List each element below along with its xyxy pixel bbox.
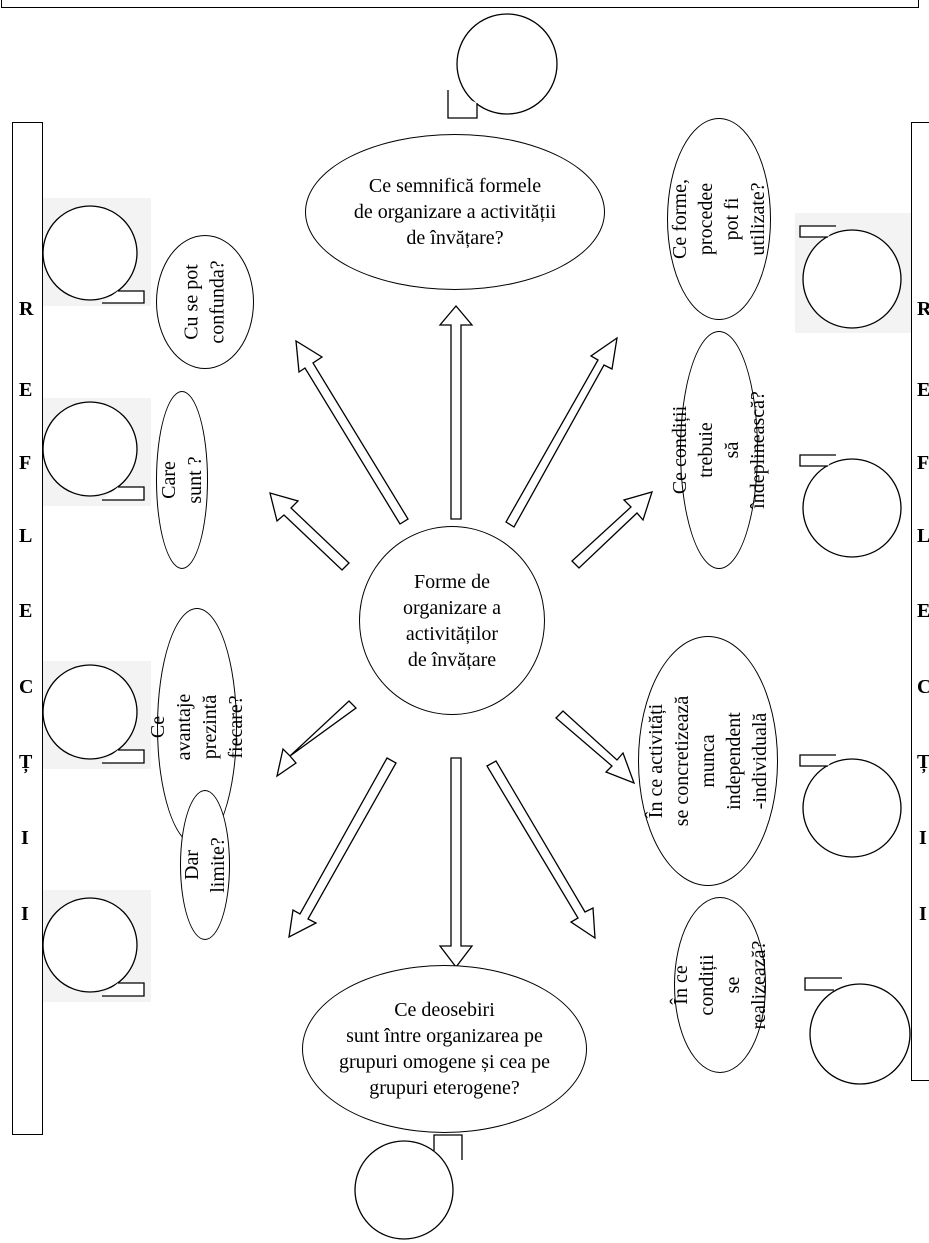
center-topic-text: Forme de organizare a activităților de î… — [403, 570, 501, 671]
arrow-down-left-steep — [288, 757, 397, 939]
left-letter: E — [19, 379, 33, 401]
question-top: Ce semnifică formele de organizare a act… — [305, 134, 605, 290]
question-top-text: Ce semnifică formele de organizare a act… — [353, 175, 557, 249]
arrow-down-left — [276, 700, 357, 778]
right-letter: I — [919, 903, 927, 925]
question-right-2-text: Ce condiții trebuie să îndeplinească? — [669, 391, 770, 509]
speech-bubble-icon — [799, 225, 902, 329]
right-letter: Ț — [917, 751, 929, 773]
left-letter: I — [21, 903, 29, 925]
speech-bubble-icon — [42, 205, 145, 304]
right-letter: L — [917, 525, 929, 547]
arrow-up — [438, 304, 474, 520]
top-frame — [1, 0, 919, 8]
left-letter: R — [19, 298, 34, 320]
question-right-3: În ce activități se concretizează munca … — [638, 636, 778, 886]
speech-bubble-icon — [447, 13, 558, 119]
question-bottom: Ce deosebiri sunt între organizarea pe g… — [302, 965, 587, 1133]
question-left-2-text: Care sunt ? — [158, 456, 206, 504]
question-left-1: Cu se pot confunda? — [156, 235, 254, 369]
left-letter: I — [21, 827, 29, 849]
arrow-up-left-steep — [295, 339, 409, 525]
right-letter: F — [917, 452, 929, 474]
question-left-1-text: Cu se pot confunda? — [180, 260, 229, 344]
speech-bubble-icon — [42, 897, 145, 997]
right-letter: E — [917, 379, 929, 401]
arrow-down-right-steep — [486, 760, 596, 940]
left-letter: Ț — [19, 751, 33, 773]
question-right-1-text: Ce forme, procedee pot fi utilizate? — [669, 179, 769, 259]
speech-bubble-icon — [799, 454, 902, 558]
left-letter: F — [19, 452, 32, 474]
speech-bubble-icon — [42, 401, 145, 501]
right-letter: C — [917, 676, 929, 698]
arrow-down — [438, 757, 474, 969]
question-bottom-text: Ce deosebiri sunt între organizarea pe g… — [338, 999, 551, 1099]
speech-bubble-icon — [804, 977, 911, 1085]
speech-bubble-icon — [354, 1134, 463, 1240]
question-right-3-text: În ce activități se concretizează munca … — [645, 695, 771, 827]
arrow-up-right — [571, 491, 653, 569]
question-left-4: Dar limite? — [180, 790, 230, 940]
left-letter: C — [19, 676, 34, 698]
question-right-4-text: În ce condiții se realizează? — [670, 940, 770, 1030]
speech-bubble-icon — [799, 754, 902, 858]
question-left-3: Ce avantaje prezintă fiecare? — [147, 608, 247, 846]
left-letter: L — [19, 525, 33, 547]
left-letter: E — [19, 600, 33, 622]
question-left-4-text: Dar limite? — [181, 837, 230, 893]
question-left-2: Care sunt ? — [156, 391, 208, 569]
right-letter: I — [919, 827, 927, 849]
right-letter: E — [917, 600, 929, 622]
speech-bubble-icon — [42, 664, 145, 764]
question-right-4: În ce condiții se realizează? — [670, 897, 770, 1073]
right-letter: R — [917, 298, 929, 320]
question-right-2: Ce condiții trebuie să îndeplinească? — [669, 331, 769, 569]
arrow-up-left — [269, 492, 350, 571]
question-left-3-text: Ce avantaje prezintă fiecare? — [147, 693, 247, 761]
center-topic-circle: Forme de organizare a activităților de î… — [359, 526, 545, 715]
left-reflection-bar — [12, 122, 43, 1135]
arrow-up-right-steep — [505, 336, 618, 528]
right-reflection-bar — [911, 122, 929, 1081]
question-right-1: Ce forme, procedee pot fi utilizate? — [667, 118, 771, 320]
arrow-down-right — [555, 710, 636, 785]
